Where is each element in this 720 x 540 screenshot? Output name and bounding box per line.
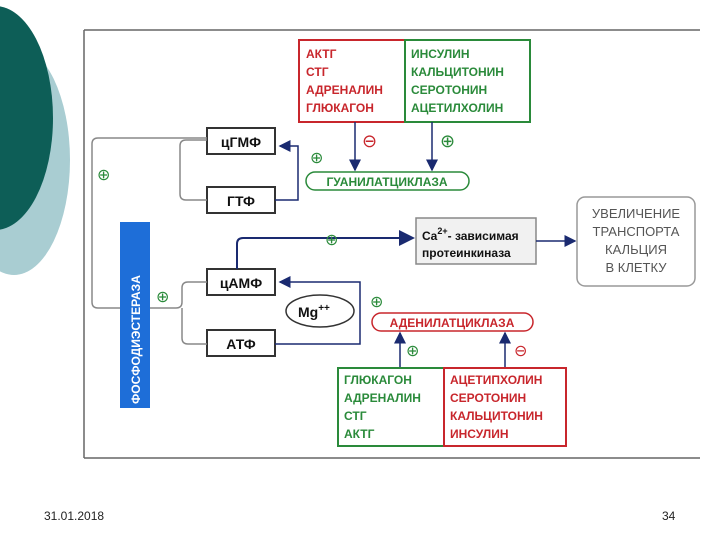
top-minus-hormone-1: ИНСУЛИН <box>411 47 470 61</box>
bottom-minus-hormone-2: СЕРОТОНИН <box>450 391 526 405</box>
camp-to-kinase-arrow <box>236 230 415 269</box>
decorative-circles <box>0 6 70 275</box>
top-plus-hormone-3: АДРЕНАЛИН <box>306 83 383 97</box>
pde-right-plus-sign: ⊕ <box>156 289 169 306</box>
mg-label: Mg++ <box>298 303 330 320</box>
camp-box <box>206 268 276 296</box>
transport-line-4: В КЛЕТКУ <box>606 260 668 275</box>
bottom-minus-hormone-1: АЦЕТИПХОЛИН <box>450 373 542 387</box>
transport-line-3: КАЛЬЦИЯ <box>605 242 667 257</box>
top-plus-sign: ⊕ <box>440 131 455 151</box>
dark-teal-circle <box>0 6 53 230</box>
adenylate-cyclase-pill <box>371 312 534 332</box>
guanylate-cyclase-pill <box>305 171 470 191</box>
camp-atp-loop <box>181 308 207 345</box>
top-plus-hormone-1: АКТГ <box>306 47 337 61</box>
gtp-label: ГТФ <box>227 193 255 209</box>
bottom-plus-hormone-2: АДРЕНАЛИН <box>344 391 421 405</box>
bottom-stimulators-box <box>337 367 445 447</box>
top-inhibitors-box <box>404 39 531 123</box>
kinase-line-2: протеинкиназа <box>422 246 511 260</box>
phosphodiesterase-bar <box>120 222 150 408</box>
top-minus-hormone-2: КАЛЬЦИТОНИН <box>411 65 504 79</box>
kinase-ca: Ca <box>422 229 438 243</box>
pde-camp-link <box>150 281 207 309</box>
phosphodiesterase-label: ФОСФОДИЭСТЕРАЗА <box>129 275 143 404</box>
atp-to-camp-arrow <box>275 276 361 345</box>
guanylate-plus-sign: ⊕ <box>310 150 323 167</box>
top-stimulators-box <box>298 39 406 123</box>
bottom-plus-hormone-1: ГЛЮКАГОН <box>344 373 412 387</box>
pde-outer-loop <box>91 137 207 309</box>
adenylate-cyclase-label: АДЕНИЛАТЦИКЛАЗА <box>390 316 515 330</box>
mg-ellipse <box>285 294 355 328</box>
adenylate-plus-sign: ⊕ <box>370 294 383 311</box>
transport-line-1: УВЕЛИЧЕНИЕ <box>592 206 681 221</box>
bottom-minus-hormone-3: КАЛЬЦИТОНИН <box>450 409 543 423</box>
cgmp-label: цГМФ <box>221 134 261 150</box>
gtp-to-cgmp-arrow <box>275 140 299 201</box>
top-plus-hormone-2: СТГ <box>306 65 329 79</box>
top-minus-hormone-4: АЦЕТИЛХОЛИН <box>411 101 503 115</box>
atp-label: АТФ <box>226 336 255 352</box>
gtp-box <box>206 186 276 214</box>
pde-left-plus-sign: ⊕ <box>97 167 110 184</box>
kinase-ca-charge: 2+ <box>437 226 447 236</box>
cgmp-box <box>206 127 276 155</box>
atp-box <box>206 329 276 357</box>
camp-label: цАМФ <box>220 275 262 291</box>
transport-line-2: ТРАНСПОРТА <box>593 224 680 239</box>
kinase-dependent: - зависимая <box>448 229 519 243</box>
bottom-inhibitors-box <box>443 367 567 447</box>
bottom-minus-hormone-4: ИНСУЛИН <box>450 427 509 441</box>
mg-symbol: Mg <box>298 304 318 320</box>
top-minus-sign: ⊖ <box>362 131 377 151</box>
guanylate-cyclase-label: ГУАНИЛАТЦИКЛАЗА <box>326 175 447 189</box>
footer-date: 31.01.2018 <box>44 509 105 523</box>
bottom-minus-sign: ⊖ <box>514 343 527 360</box>
bottom-plus-sign: ⊕ <box>406 343 419 360</box>
cgmp-gtp-loop <box>179 139 207 201</box>
bottom-plus-hormone-4: АКТГ <box>344 427 375 441</box>
kinase-plus-sign: ⊕ <box>325 232 338 249</box>
mg-charge: ++ <box>318 303 330 314</box>
footer-page-number: 34 <box>662 509 676 523</box>
kinase-box <box>415 217 537 265</box>
bottom-plus-hormone-3: СТГ <box>344 409 367 423</box>
top-plus-hormone-4: ГЛЮКАГОН <box>306 101 374 115</box>
kinase-line-1: Ca2+- зависимая <box>422 226 519 243</box>
calcium-transport-box <box>576 196 696 287</box>
top-minus-hormone-3: СЕРОТОНИН <box>411 83 487 97</box>
